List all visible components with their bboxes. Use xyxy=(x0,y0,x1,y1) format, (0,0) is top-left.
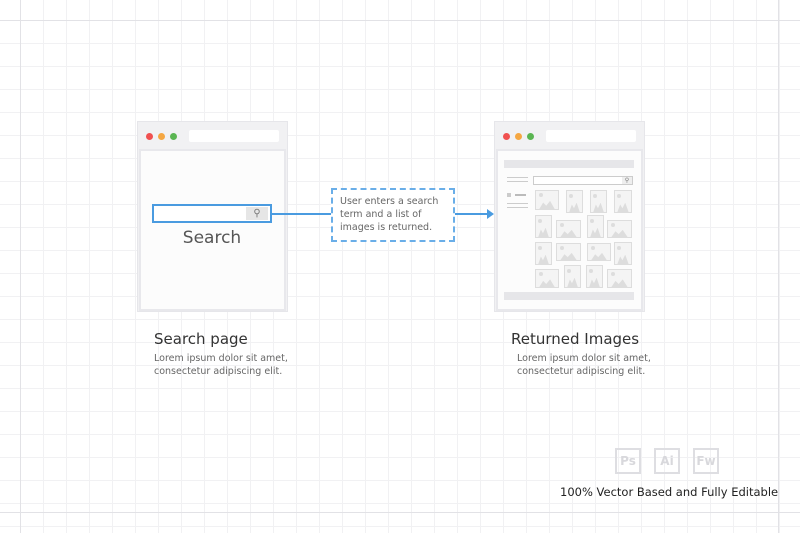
menu-line xyxy=(507,207,528,208)
arrow-head-icon xyxy=(487,209,494,219)
image-thumbnail-icon xyxy=(607,269,632,288)
menu-line xyxy=(515,194,526,196)
minimize-dot-icon xyxy=(158,133,165,140)
arrow-line xyxy=(455,213,488,215)
close-dot-icon xyxy=(146,133,153,140)
address-bar xyxy=(189,130,279,142)
grid-line xyxy=(0,512,800,513)
search-box[interactable]: ⚲ xyxy=(152,204,272,223)
grid-line xyxy=(0,20,800,21)
results-search-box: ⚲ xyxy=(533,176,633,185)
callout-line: term and a list of xyxy=(340,209,422,220)
image-thumbnail-icon xyxy=(556,220,581,238)
search-icon: ⚲ xyxy=(622,177,632,184)
image-thumbnail-icon xyxy=(556,243,581,261)
image-thumbnail-icon xyxy=(535,215,552,238)
image-thumbnail-icon xyxy=(607,220,632,238)
header-bar xyxy=(504,160,634,168)
image-thumbnail-icon xyxy=(590,190,607,213)
photoshop-icon: Ps xyxy=(615,448,641,474)
image-thumbnail-icon xyxy=(614,242,632,265)
filter-checkbox xyxy=(507,193,511,197)
search-page-desc: Lorem ipsum dolor sit amet,consectetur a… xyxy=(154,353,288,377)
menu-line xyxy=(507,203,528,204)
callout-note: User enters a search term and a list of … xyxy=(331,188,455,242)
image-thumbnail-icon xyxy=(586,265,603,288)
image-thumbnail-icon xyxy=(535,190,559,210)
connector-line xyxy=(272,213,332,215)
image-thumbnail-icon xyxy=(566,190,583,213)
image-thumbnail-icon xyxy=(587,243,611,261)
image-thumbnail-icon xyxy=(614,190,632,213)
returned-images-desc: Lorem ipsum dolor sit amet,consectetur a… xyxy=(517,353,651,377)
fireworks-icon: Fw xyxy=(693,448,719,474)
callout-line: User enters a search xyxy=(340,196,439,207)
illustrator-icon: Ai xyxy=(654,448,680,474)
menu-line xyxy=(507,181,528,182)
search-icon[interactable]: ⚲ xyxy=(246,207,268,220)
close-dot-icon xyxy=(503,133,510,140)
footer-caption: 100% Vector Based and Fully Editable xyxy=(560,485,779,499)
page-body xyxy=(139,149,286,311)
search-page-title: Search page xyxy=(154,330,248,348)
menu-line xyxy=(507,177,528,178)
image-thumbnail-icon xyxy=(564,265,581,288)
maximize-dot-icon xyxy=(170,133,177,140)
minimize-dot-icon xyxy=(515,133,522,140)
grid-line xyxy=(20,0,21,533)
image-thumbnail-icon xyxy=(535,242,552,265)
image-thumbnail-icon xyxy=(535,269,559,288)
address-bar xyxy=(546,130,636,142)
grid-line xyxy=(778,0,779,533)
search-label: Search xyxy=(182,228,242,248)
footer-bar xyxy=(504,292,634,300)
returned-images-title: Returned Images xyxy=(511,330,640,348)
image-thumbnail-icon xyxy=(587,215,604,238)
callout-line: images is returned. xyxy=(340,222,433,233)
maximize-dot-icon xyxy=(527,133,534,140)
